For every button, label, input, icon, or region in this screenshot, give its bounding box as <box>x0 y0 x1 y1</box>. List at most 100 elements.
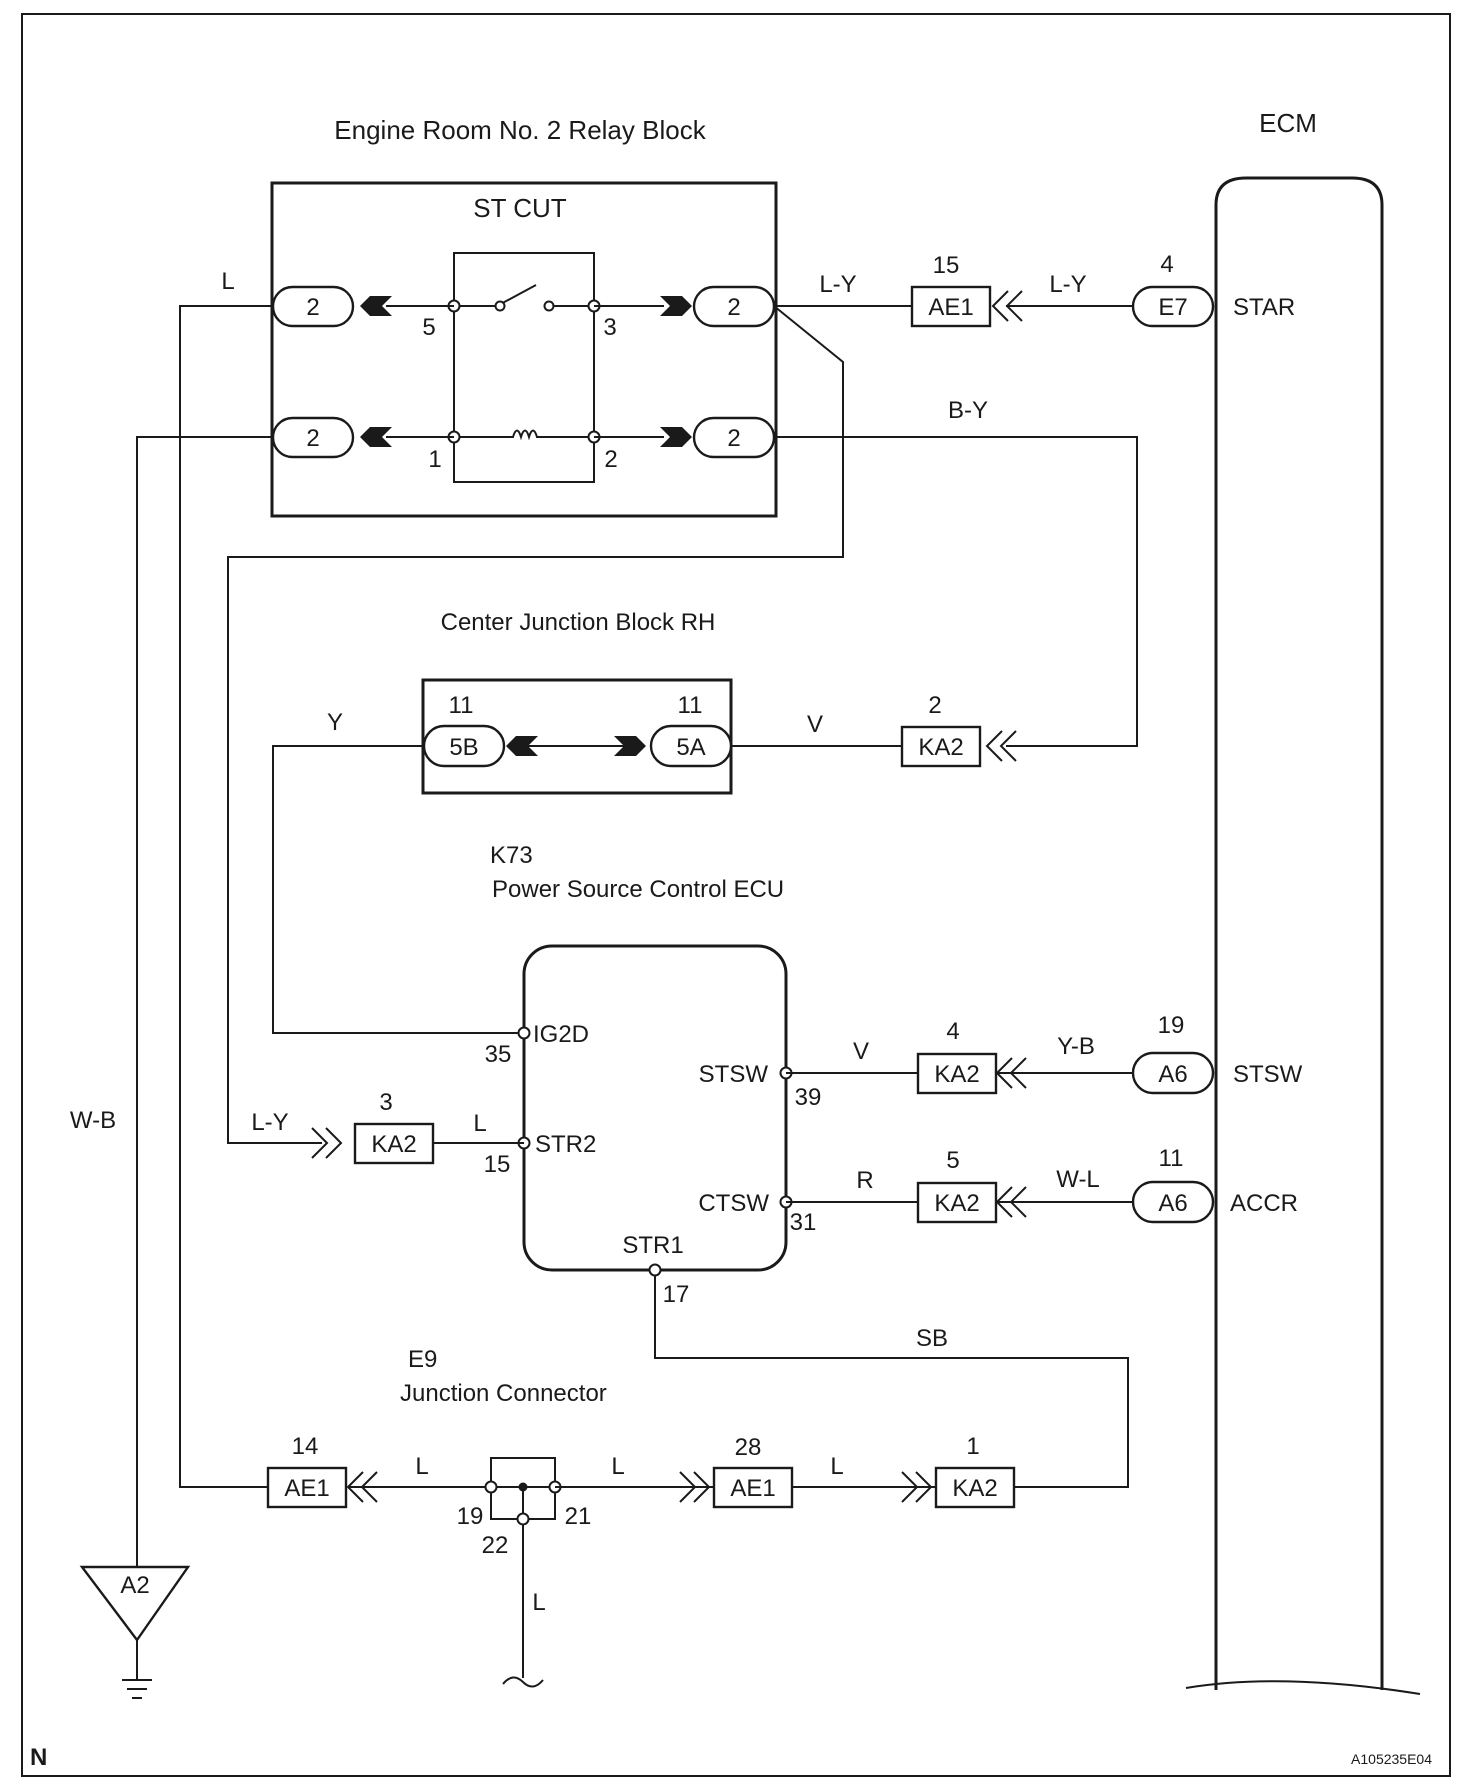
double-chevron-icon <box>901 1471 933 1503</box>
relay-switch-pivot-icon <box>494 300 506 312</box>
ecm-connector-a6-accr-id: A6 <box>1158 1190 1187 1217</box>
wire-by <box>774 436 1138 747</box>
center-junction-title: Center Junction Block RH <box>441 609 716 636</box>
wire-sb <box>654 1275 1129 1488</box>
ecu-pin-str2-label: 15 <box>484 1151 511 1178</box>
relay-block-title: Engine Room No. 2 Relay Block <box>334 115 706 145</box>
inline-connector-ka2-ctsw-pin: 5 <box>946 1147 959 1174</box>
ecm-connector-a6-accr-pin: 11 <box>1159 1145 1184 1172</box>
ecu-terminal-str1: STR1 <box>622 1232 683 1259</box>
ecm-terminal-stsw: STSW <box>1233 1061 1303 1088</box>
wire-y <box>272 745 524 1034</box>
wire-l-bottom-3-label: L <box>830 1453 843 1480</box>
relay-pin-5-label: 5 <box>422 314 435 341</box>
wire-wl-label: W-L <box>1056 1166 1100 1193</box>
relay-pin-1-label: 1 <box>428 446 441 473</box>
chevron-left-icon <box>360 427 392 447</box>
cj-connector-5a-pin: 11 <box>678 692 703 719</box>
ecm-break <box>1185 1680 1421 1695</box>
ecu-pin-ig2d-label: 35 <box>485 1041 512 1068</box>
wire-ly-relay-ae1-label: L-Y <box>819 271 856 298</box>
inline-connector-ka2-str2-pin: 3 <box>379 1089 392 1116</box>
relay-pin-3-label: 3 <box>603 314 616 341</box>
inline-connector-ae1-bottom-mid <box>712 1466 794 1509</box>
inline-connector-ka2-stsw <box>916 1052 998 1095</box>
ecm-connector-e7 <box>1131 285 1215 328</box>
wire-wb-label: W-B <box>70 1107 116 1134</box>
ecm-label: ECM <box>1259 108 1317 138</box>
ecu-pin-ig2d <box>517 1026 531 1040</box>
wire-yb-label: Y-B <box>1057 1033 1095 1060</box>
inline-connector-ka2-ctsw <box>916 1181 998 1224</box>
inline-connector-ka2-cj <box>900 725 982 768</box>
junction-pin-19-label: 19 <box>457 1503 484 1530</box>
wire-r-label: R <box>856 1167 873 1194</box>
inline-connector-ae1-bottom-left-pin: 14 <box>292 1433 319 1460</box>
junction-connector-box <box>490 1457 556 1520</box>
ecu-pin-ctsw-label: 31 <box>790 1209 817 1236</box>
inline-connector-ae1-top <box>910 285 992 328</box>
double-chevron-icon <box>679 1471 711 1503</box>
inline-connector-ae1-top-pin: 15 <box>933 252 960 279</box>
wire-sb-label: SB <box>916 1325 948 1352</box>
inline-connector-ka2-bottom-id: KA2 <box>952 1475 997 1502</box>
double-chevron-icon <box>995 1186 1027 1218</box>
ecu-terminal-stsw: STSW <box>699 1061 769 1088</box>
double-chevron-icon <box>995 1057 1027 1089</box>
inline-connector-ka2-cj-id: KA2 <box>918 734 963 761</box>
corner-label-left: N <box>30 1744 47 1771</box>
inline-connector-ka2-bottom-pin: 1 <box>966 1433 979 1460</box>
junction-node-icon <box>518 1482 528 1492</box>
ecm-terminal-star: STAR <box>1233 294 1295 321</box>
wire-l-str2-label: L <box>473 1110 486 1137</box>
ecu-terminal-ctsw: CTSW <box>698 1190 769 1217</box>
wire-v-cj-label: V <box>807 711 823 738</box>
wire-wb <box>136 436 273 1567</box>
wire-ly-str2-label: L-Y <box>251 1109 288 1136</box>
ecm-connector-a6-stsw-id: A6 <box>1158 1061 1187 1088</box>
wire-by-label: B-Y <box>948 397 988 424</box>
ecm-connector-e7-pin: 4 <box>1160 251 1173 278</box>
ecm-connector-a6-stsw-pin: 19 <box>1158 1012 1185 1039</box>
ground-point-a2 <box>79 1565 191 1643</box>
ecu-pin-stsw-label: 39 <box>795 1084 822 1111</box>
inline-connector-ae1-bottom-left <box>266 1466 348 1509</box>
wire-break-icon <box>502 1676 544 1688</box>
corner-label-right: A105235E04 <box>1351 1751 1432 1767</box>
chevron-right-icon <box>660 427 692 447</box>
inline-connector-ae1-top-id: AE1 <box>928 294 973 321</box>
wire-y-label: Y <box>327 709 343 736</box>
wire-ly-str2 <box>227 305 844 1144</box>
wire-v-stsw-label: V <box>853 1038 869 1065</box>
diagram-frame <box>21 13 1451 1777</box>
ecu-pin-str1-label: 17 <box>663 1281 690 1308</box>
ecm-terminal-accr: ACCR <box>1230 1190 1298 1217</box>
double-chevron-icon <box>311 1127 343 1159</box>
relay-switch-icon <box>454 284 537 307</box>
wire-ly-ae1-ecm-label: L-Y <box>1049 271 1086 298</box>
double-chevron-icon <box>985 730 1017 762</box>
wire-l-bottom-2-label: L <box>611 1453 624 1480</box>
ecm-connector-a6-accr <box>1131 1180 1215 1224</box>
relay-connector-top-left-label: 2 <box>306 294 319 321</box>
relay-block-box <box>270 181 778 518</box>
ecm-connector-e7-id: E7 <box>1158 294 1187 321</box>
ground-icon <box>122 1640 152 1699</box>
inline-connector-ka2-stsw-id: KA2 <box>934 1061 979 1088</box>
cj-connector-5a-id: 5A <box>676 734 705 761</box>
relay-pin-2-label: 2 <box>604 446 617 473</box>
junction-pin-21-label: 21 <box>565 1503 592 1530</box>
chevron-right-icon <box>614 736 646 756</box>
inline-connector-ae1-bottom-mid-id: AE1 <box>730 1475 775 1502</box>
chevron-left-icon <box>360 296 392 316</box>
junction-pin-22 <box>516 1512 530 1526</box>
st-cut-relay <box>453 252 595 483</box>
wire-l-top-label: L <box>221 268 234 295</box>
chevron-right-icon <box>660 296 692 316</box>
junction-pin-19 <box>484 1480 498 1494</box>
relay-connector-bottom-right-label: 2 <box>727 425 740 452</box>
ecm-connector-a6-stsw <box>1131 1051 1215 1095</box>
junction-connector-title: Junction Connector <box>400 1380 607 1407</box>
inline-connector-ka2-ctsw-id: KA2 <box>934 1190 979 1217</box>
